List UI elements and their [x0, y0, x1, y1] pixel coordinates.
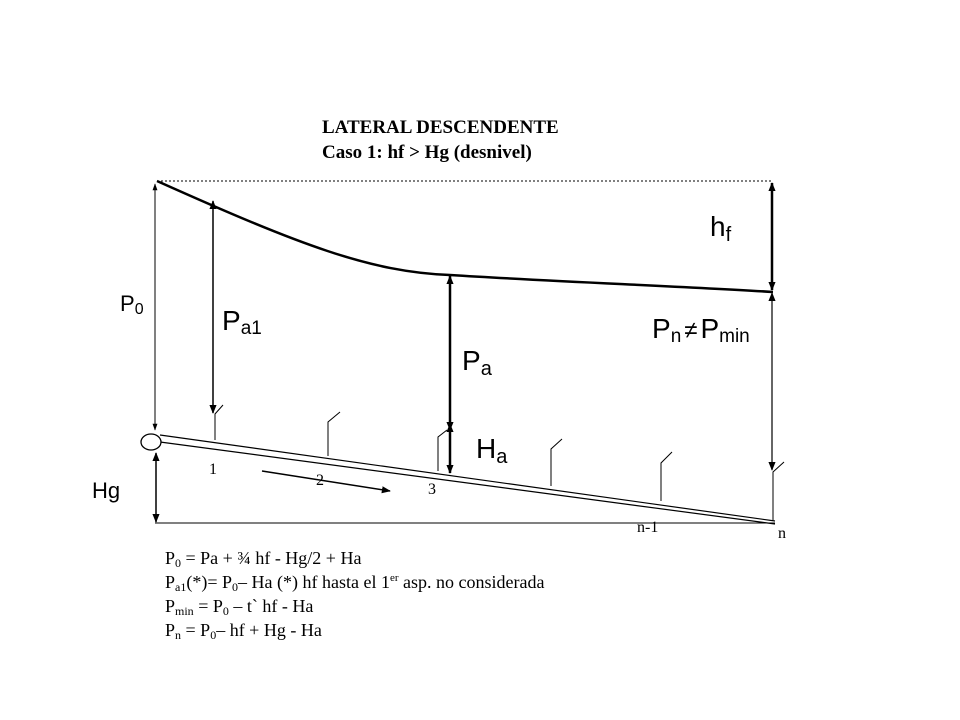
emitter-label-n1: n-1 [637, 519, 658, 536]
emitter-riser-4 [550, 438, 563, 486]
label-pn-neq-pmin: Pn≠Pmin [652, 313, 750, 347]
emitter-riser-1 [214, 404, 224, 440]
label-pa1: Pa1 [222, 305, 262, 339]
label-ha: Ha [476, 433, 508, 468]
label-hf: hf [710, 211, 732, 246]
emitter-label-2: 2 [316, 472, 324, 489]
emitter-label-n: n [778, 525, 786, 542]
emitter-riser-3 [437, 429, 448, 471]
pipe-bottom-edge [159, 441, 776, 525]
title-line1: LATERAL DESCENDENTE [322, 117, 559, 138]
emitter-label-1: 1 [209, 461, 217, 478]
label-p0: P0 [120, 291, 144, 318]
emitter-risers [214, 404, 785, 521]
label-hg: Hg [92, 478, 120, 503]
equation-p0: P0 = Pa + ¾ hf - Hg/2 + Ha [165, 548, 361, 570]
label-pa: Pa [462, 345, 493, 380]
title-line2: Caso 1: hf > Hg (desnivel) [322, 142, 532, 163]
emitter-riser-n [772, 461, 785, 521]
equation-pn: Pn = P0– hf + Hg - Ha [165, 620, 322, 642]
pipe-top-edge [159, 434, 776, 522]
equation-pmin: Pmin = P0 – t` hf - Ha [165, 596, 313, 618]
equation-pa1: Pa1(*)= P0– Ha (*) hf hasta el 1er asp. … [165, 572, 544, 594]
flow-direction-arrow [261, 470, 391, 494]
emitter-label-3: 3 [428, 481, 436, 498]
inlet-circle [140, 433, 162, 451]
pressure-curve [156, 179, 774, 294]
emitter-riser-n1 [660, 451, 673, 501]
emitter-riser-2 [327, 411, 341, 456]
